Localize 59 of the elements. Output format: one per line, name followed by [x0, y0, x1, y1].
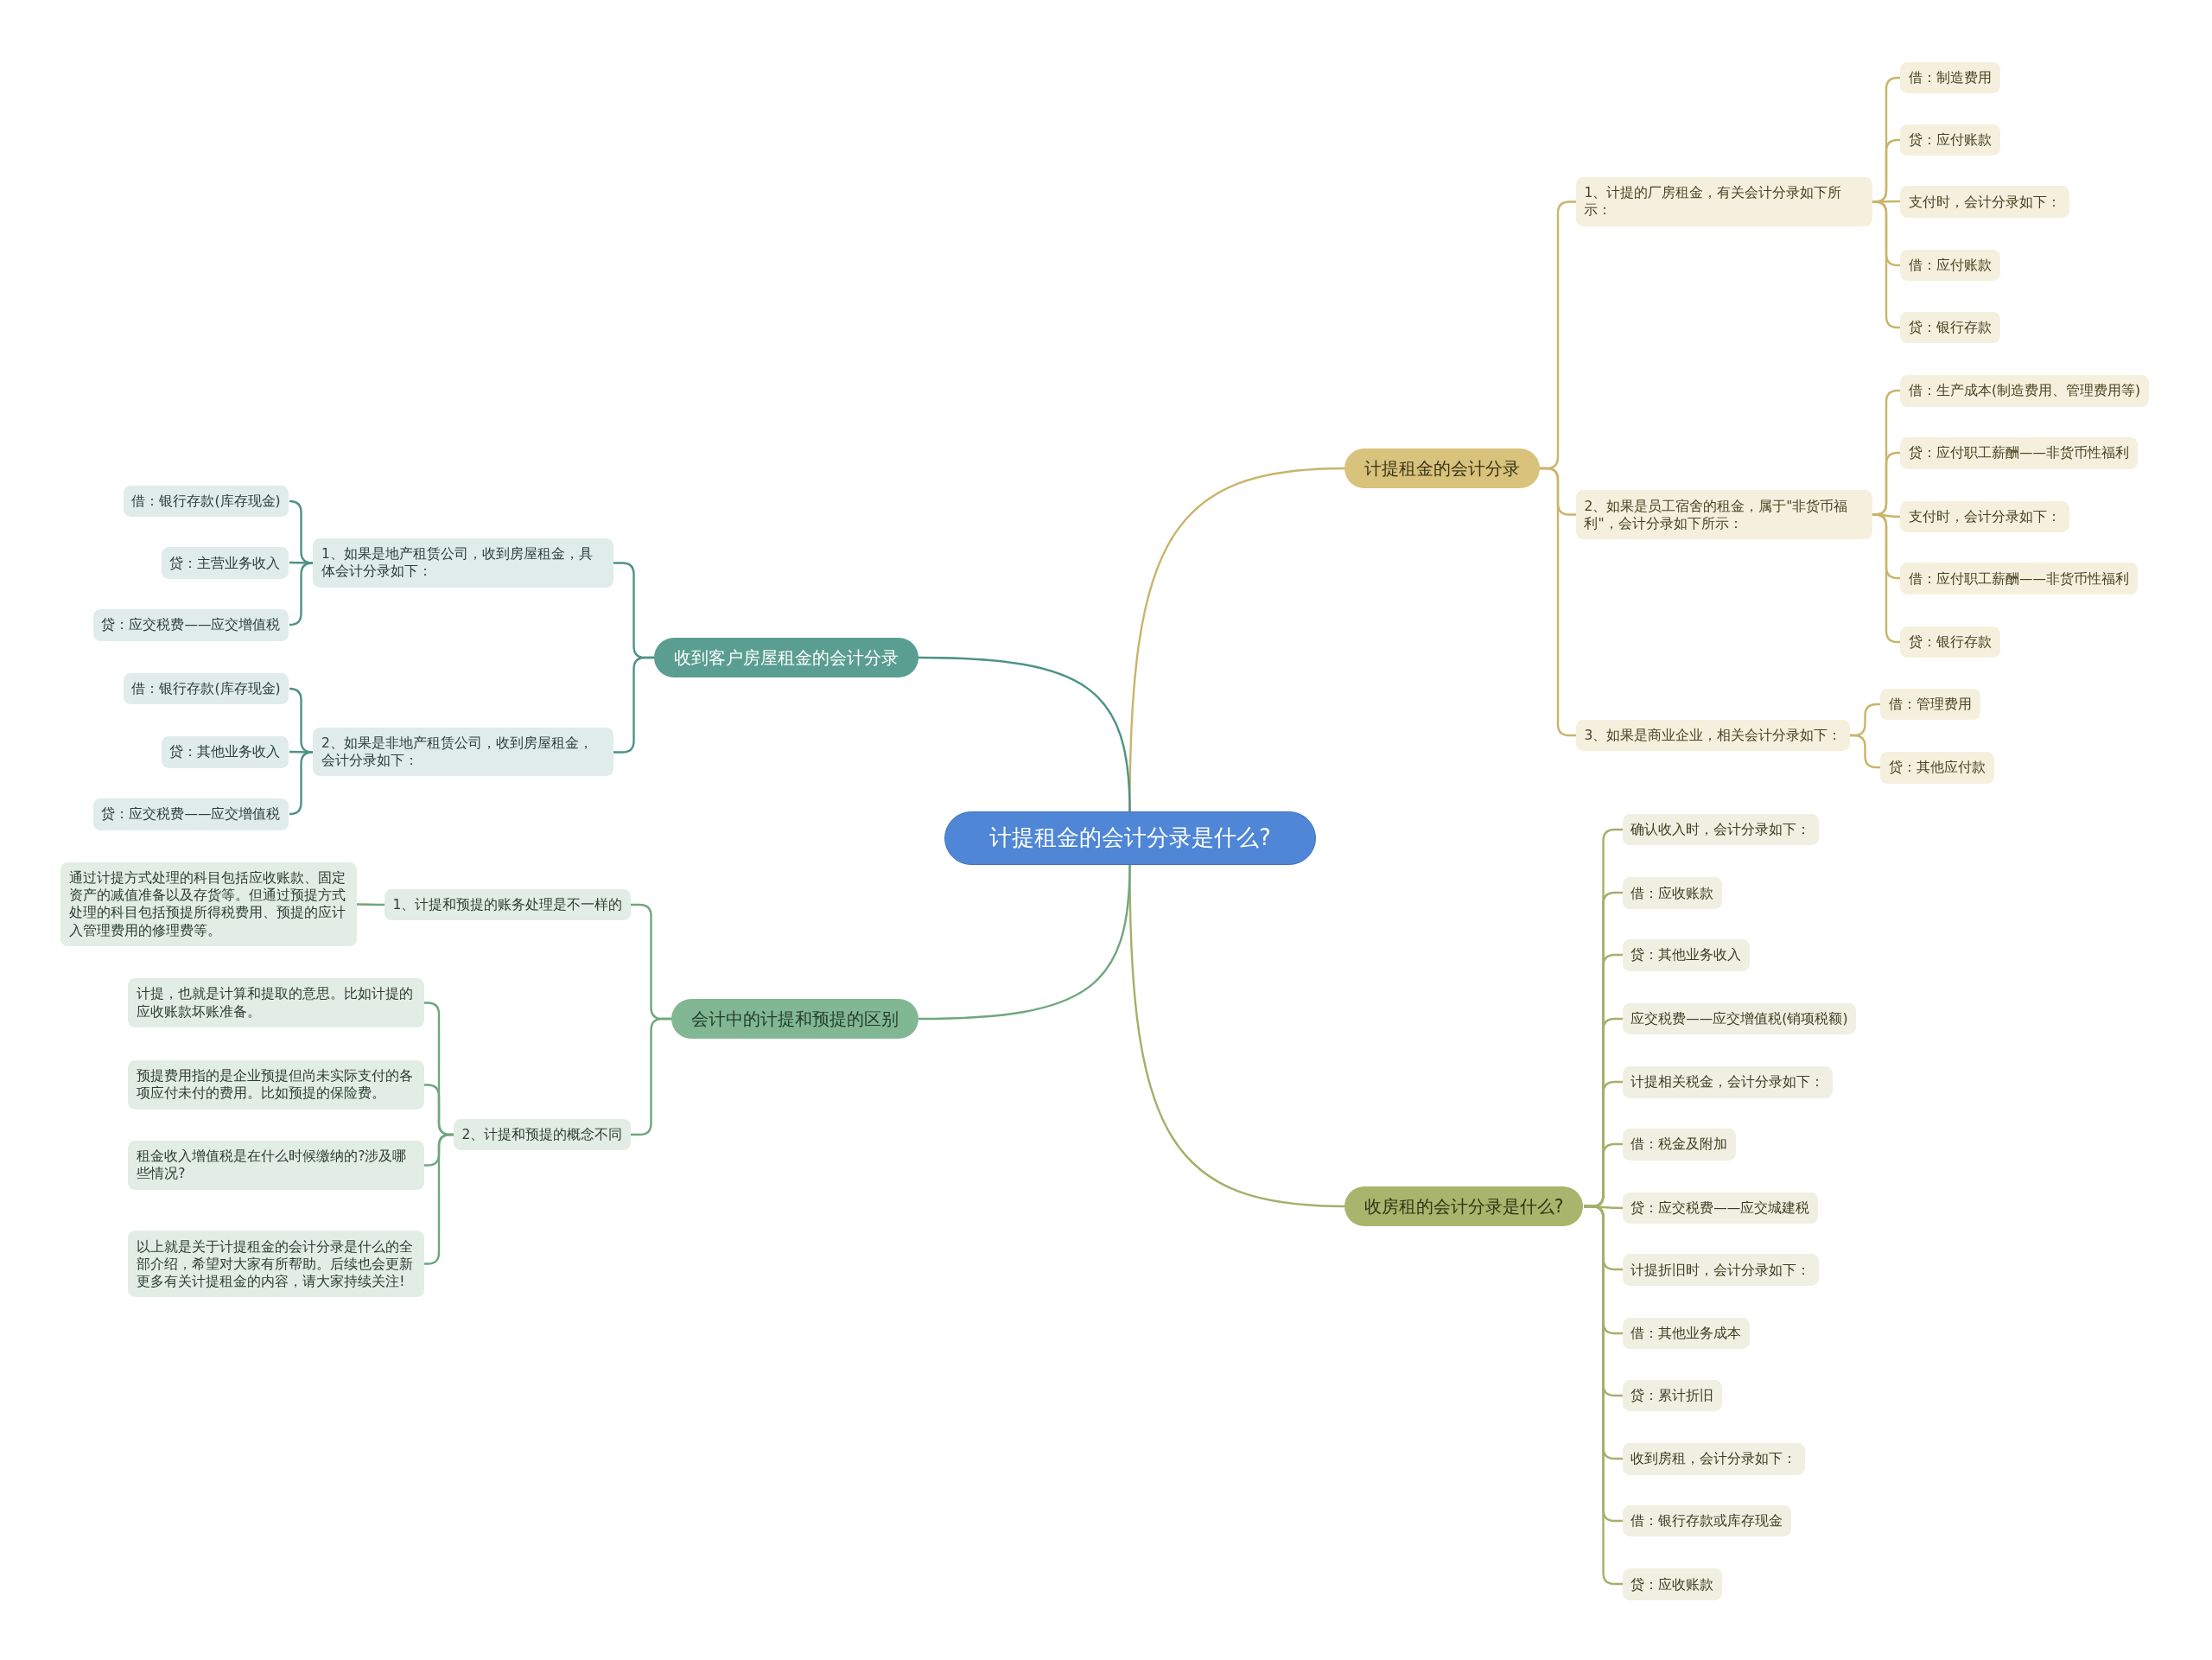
- topic-card: 2、计提和预提的概念不同: [453, 1118, 632, 1151]
- topic-card: 2、如果是员工宿舍的租金，属于"非货币福利"，会计分录如下所示：: [1575, 490, 1872, 540]
- topic-card: 贷：应交税费——应交增值税: [92, 798, 289, 830]
- branch-topic: 计提租金的会计分录: [1344, 448, 1540, 489]
- topic-card: 1、如果是地产租赁公司，收到房屋租金，具体会计分录如下：: [313, 537, 613, 588]
- topic-card: 借：应付账款: [1900, 249, 2000, 282]
- topic-card: 贷：应交税费——应交城建税: [1622, 1192, 1819, 1224]
- topic-card: 应交税费——应交增值税(销项税额): [1622, 1002, 1857, 1035]
- topic-card: 借：应收账款: [1622, 877, 1723, 909]
- topic-card: 贷：银行存款: [1900, 311, 2000, 344]
- connector-line: [289, 751, 314, 816]
- topic-card: 贷：应付账款: [1900, 124, 2000, 156]
- topic-card: 收到房租，会计分录如下：: [1622, 1443, 1806, 1475]
- topic-card: 1、计提的厂房租金，有关会计分录如下所示：: [1575, 176, 1872, 226]
- connector-line: [631, 1017, 671, 1136]
- connector-line: [918, 864, 1131, 1021]
- topic-card: 借：生产成本(制造费用、管理费用等): [1900, 375, 2149, 407]
- topic-card: 以上就是关于计提租金的会计分录是什么的全部介绍，希望对大家有所帮助。后续也会更新更多有关计提租金的内容，请大家持续关注!: [128, 1231, 425, 1298]
- topic-card: 贷：银行存款: [1900, 626, 2000, 658]
- topic-card: 计提折旧时，会计分录如下：: [1622, 1254, 1820, 1286]
- topic-card: 借：制造费用: [1900, 61, 2000, 94]
- topic-card: 借：税金及附加: [1622, 1129, 1737, 1161]
- topic-card: 租金收入增值税是在什么时候缴纳的?涉及哪些情况?: [128, 1141, 425, 1190]
- topic-card: 贷：其他应付款: [1880, 752, 1994, 784]
- topic-card: 借：其他业务成本: [1622, 1317, 1751, 1350]
- topic-card: 预提费用指的是企业预提但尚未实际支付的各项应付未付的费用。比如预提的保险费。: [128, 1060, 425, 1110]
- branch-topic: 会计中的计提和预提的区别: [671, 998, 918, 1039]
- connector-line: [613, 656, 654, 754]
- connector-line: [1850, 734, 1880, 769]
- topic-card: 通过计提方式处理的科目包括应收账款、固定资产的减值准备以及存货等。但通过预提方式处理的科目包括预提所得税费用、预提的应计入管理费用的修理费等。: [60, 862, 357, 946]
- central-topic: 计提租金的会计分录是什么?: [944, 811, 1316, 865]
- connector-line: [357, 903, 385, 906]
- topic-card: 计提，也就是计算和提取的意思。比如计提的应收账款坏账准备。: [128, 978, 425, 1027]
- branch-topic: 收到客户房屋租金的会计分录: [653, 637, 918, 677]
- connector-line: [1872, 513, 1900, 644]
- topic-card: 借：银行存款或库存现金: [1622, 1505, 1792, 1537]
- topic-card: 确认收入时，会计分录如下：: [1622, 814, 1820, 846]
- topic-card: 支付时，会计分录如下：: [1900, 186, 2069, 218]
- topic-card: 借：银行存款(库存现金): [123, 485, 289, 518]
- topic-card: 贷：应付职工薪酬——非货币性福利: [1900, 437, 2138, 469]
- connector-line: [1540, 467, 1576, 737]
- branch-topic: 收房租的会计分录是什么?: [1344, 1186, 1584, 1226]
- connector-line: [289, 562, 314, 626]
- topic-card: 计提相关税金，会计分录如下：: [1622, 1066, 1834, 1098]
- topic-card: 贷：其他业务收入: [1622, 939, 1751, 971]
- topic-card: 贷：其他业务收入: [161, 736, 289, 768]
- topic-card: 2、如果是非地产租赁公司，收到房屋租金，会计分录如下：: [313, 727, 613, 777]
- topic-card: 3、如果是商业企业，相关会计分录如下：: [1575, 719, 1851, 752]
- topic-card: 1、计提和预提的账务处理是不一样的: [384, 888, 632, 920]
- connector-line: [1872, 200, 1900, 329]
- topic-card: 贷：累计折旧: [1622, 1379, 1723, 1412]
- topic-card: 借：银行存款(库存现金): [123, 672, 289, 705]
- connector-line: [918, 656, 1131, 812]
- topic-card: 支付时，会计分录如下：: [1900, 500, 2069, 532]
- topic-card: 借：管理费用: [1880, 688, 1980, 721]
- topic-card: 贷：应收账款: [1622, 1568, 1723, 1600]
- topic-card: 贷：主营业务收入: [161, 547, 289, 579]
- topic-card: 贷：应交税费——应交增值税: [92, 609, 289, 641]
- topic-card: 借：应付职工薪酬——非货币性福利: [1900, 563, 2138, 595]
